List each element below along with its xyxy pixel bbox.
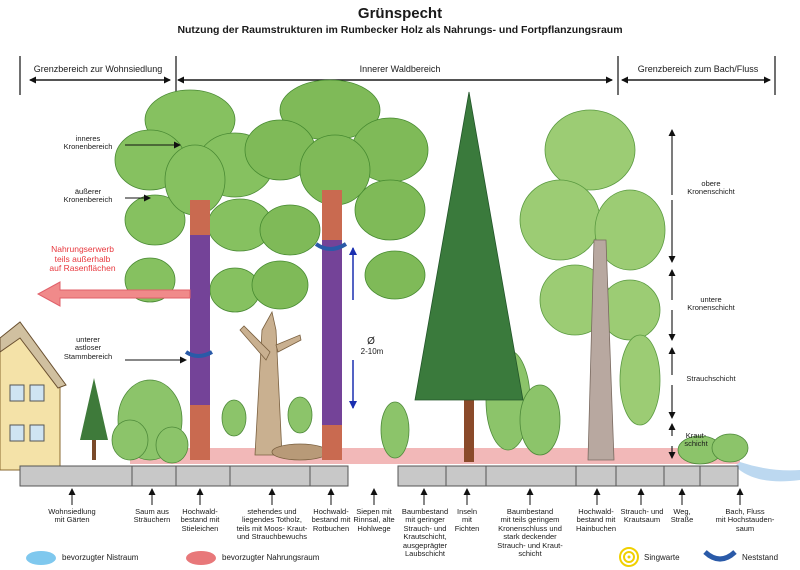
tree-part-arrows (125, 141, 187, 364)
ground-band (19, 465, 739, 487)
stream-dip (345, 464, 400, 477)
zone-left-label: Grenzbereich zur Wohnsiedlung (33, 64, 163, 74)
section-label-6: Baumbestand mit geringer Strauch- und Kr… (401, 507, 449, 558)
layer-upper-crown: obere Kronenschicht (687, 179, 735, 197)
legend-nest-label: bevorzugter Nistraum (62, 553, 139, 562)
section-label-1: Saum aus Sträuchern (133, 507, 171, 525)
layer-herb: Kraut- schicht (684, 431, 708, 449)
section-label-11: Weg, Straße (670, 507, 694, 525)
legend-food-swatch (186, 551, 216, 565)
legend-nest-site-label: Neststand (742, 553, 779, 562)
section-label-12: Bach, Fluss mit Hochstauden- saum (715, 507, 775, 533)
section-label-7: Inseln mit Fichten (454, 507, 480, 533)
zone-middle-label: Innerer Waldbereich (359, 64, 441, 74)
legend-song-label: Singwarte (644, 553, 680, 562)
section-label-5: Siepen mit Rinnsal, alte Hohlwege (353, 507, 395, 533)
legend-food-label: bevorzugter Nahrungsraum (222, 553, 320, 562)
legend-nest-site-icon (703, 550, 737, 562)
legend-nest-swatch (26, 551, 56, 565)
hedge-shrubs (111, 379, 189, 464)
diameter-symbol: Ø (367, 336, 375, 347)
foraging-note: Nahrungserwerb teils außerhalb auf Rasen… (49, 244, 116, 274)
section-label-9: Hochwald- bestand mit Hainbuchen (575, 507, 617, 533)
label-outer-crown: äußerer Kronenbereich (63, 187, 113, 205)
stream-water (735, 462, 800, 482)
section-label-2: Hochwald- bestand mit Stieleichen (180, 507, 220, 533)
section-label-0: Wohnsiedlung mit Gärten (48, 507, 96, 525)
page-subtitle: Nutzung der Raumstrukturen im Rumbecker … (177, 24, 623, 36)
oak-tree (114, 89, 274, 460)
house (0, 321, 67, 471)
section-arrows (68, 488, 744, 505)
section-label-4: Hochwald- bestand mit Rotbuchen (311, 507, 351, 533)
diameter-range: 2-10m (360, 347, 384, 356)
beech-tree (244, 79, 429, 460)
label-lower-trunk: unterer astloser Stammbereich (63, 335, 113, 361)
legend-song-icon (619, 547, 639, 567)
layer-shrub: Strauchschicht (686, 374, 736, 383)
section-label-8: Baumbestand mit teils geringem Kronensch… (497, 507, 563, 558)
dead-tree (221, 310, 329, 461)
page-title: Grünspecht (357, 5, 443, 22)
zone-arrows (19, 56, 776, 95)
herb-layer (677, 433, 749, 465)
foraging-arrow (36, 281, 191, 307)
label-inner-crown: inneres Kronenbereich (63, 134, 113, 152)
ground-food-strip (130, 448, 740, 464)
layer-lower-crown: untere Kronenschicht (687, 295, 735, 313)
section-label-10: Strauch- und Krautsaum (620, 507, 664, 525)
spruce-tree (414, 91, 524, 462)
small-conifer (80, 378, 108, 460)
hornbeam-tree (519, 109, 666, 461)
section-label-3: stehendes und liegendes Totholz, teils m… (236, 507, 308, 542)
zone-right-label: Grenzbereich zum Bach/Fluss (637, 64, 759, 74)
